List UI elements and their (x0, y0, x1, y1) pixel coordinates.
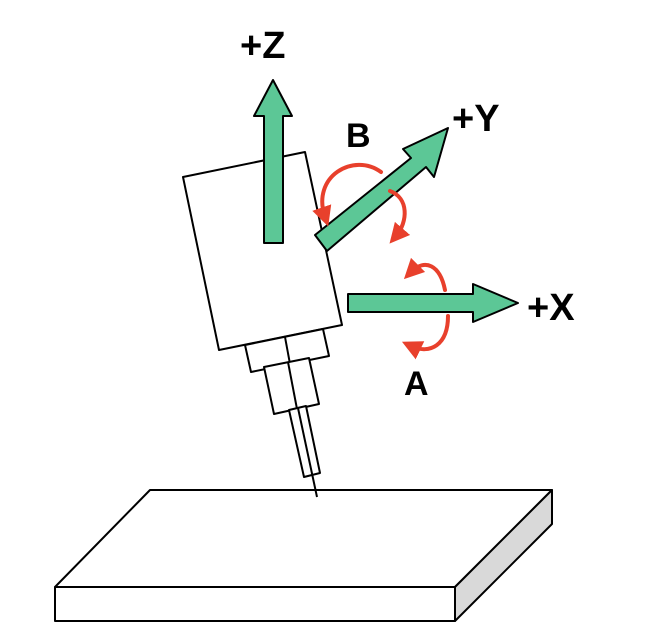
tool-centerline (297, 407, 318, 498)
a-rotation-label: A (404, 365, 429, 403)
spindle-head (182, 151, 343, 498)
y-axis-arrow (314, 127, 449, 252)
b-rotation-label: B (346, 117, 371, 155)
z-axis-label: +Z (240, 25, 286, 67)
a-rotation-arrow (401, 257, 450, 360)
shank-centerline (287, 361, 298, 410)
tool-holder-shank (263, 357, 320, 415)
workpiece-side (454, 489, 553, 622)
spindle-body (182, 151, 343, 351)
collar-centerline (284, 336, 291, 365)
workpiece-front (54, 586, 456, 622)
workpiece (54, 489, 553, 622)
y-axis-label: +Y (452, 98, 500, 140)
x-axis-arrow (347, 283, 519, 323)
b-rotation-arrow (312, 162, 411, 244)
z-axis-arrow (253, 79, 293, 244)
x-axis-label: +X (527, 287, 575, 329)
